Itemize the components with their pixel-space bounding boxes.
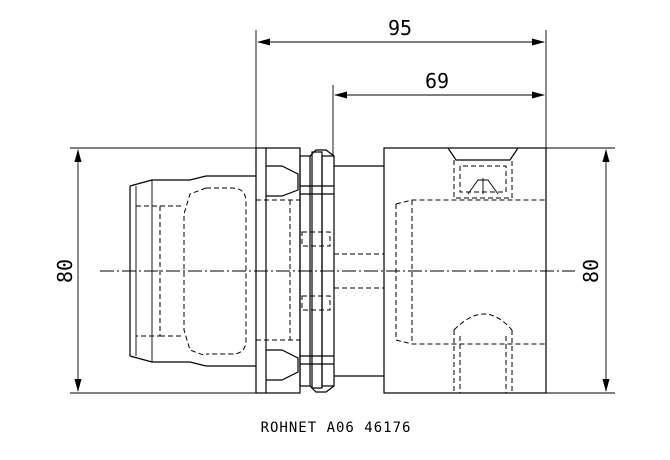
neck	[334, 165, 384, 377]
dimension-overall-length: 95	[255, 16, 547, 150]
dimension-left-diameter: 80	[53, 147, 258, 394]
part-number-caption: ROHNET A06 46176	[261, 420, 412, 436]
dimension-label-95: 95	[388, 16, 412, 40]
dimension-label-80-left: 80	[53, 259, 77, 283]
main-body	[383, 147, 547, 394]
dimension-right-diameter: 80	[540, 147, 615, 394]
dimension-body-length: 69	[332, 69, 545, 155]
collar-plates	[299, 149, 335, 393]
dimension-label-80-right: 80	[579, 259, 603, 283]
left-shank	[129, 175, 256, 367]
dimension-label-69: 69	[425, 69, 449, 93]
